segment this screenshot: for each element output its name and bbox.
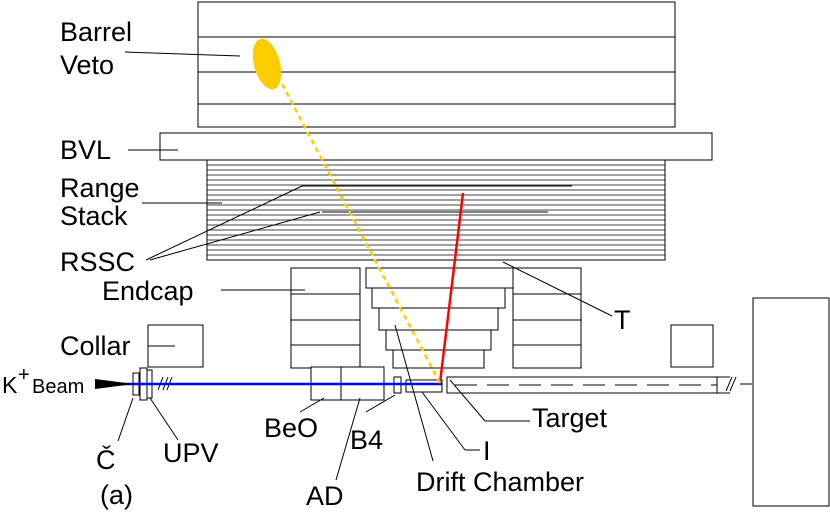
label-upv: UPV <box>163 438 219 468</box>
label-drift-chamber: Drift Chamber <box>416 467 584 497</box>
label-rssc: RSSC <box>60 247 135 277</box>
range-stack <box>206 159 666 261</box>
label-i-counter: I <box>483 436 491 466</box>
label-beam-plus: + <box>18 364 30 386</box>
label-b4: B4 <box>350 425 383 455</box>
charged-track <box>438 192 465 384</box>
label-t-counter: T <box>614 305 631 335</box>
label-cerenkov: Č <box>96 444 116 475</box>
label-beo: BeO <box>264 413 318 443</box>
label-bvl: BVL <box>60 135 111 165</box>
label-endcap: Endcap <box>102 276 194 306</box>
endcap <box>290 267 582 369</box>
bvl-layer <box>159 132 713 161</box>
label-ad: AD <box>306 481 344 511</box>
label-range-stack-2: Stack <box>60 201 128 231</box>
label-range-stack-1: Range <box>60 173 140 203</box>
label-panel: (a) <box>100 480 133 510</box>
veto-hit-marker <box>252 38 282 90</box>
right-detector-box <box>752 297 830 507</box>
label-barrel-veto-2: Veto <box>60 50 114 80</box>
drift-chamber <box>365 267 514 369</box>
label-collar: Collar <box>60 331 131 361</box>
beam-arrow-icon <box>95 379 134 389</box>
photon-track <box>279 81 442 384</box>
target-assembly <box>405 376 752 394</box>
label-beam-word: Beam <box>32 376 84 398</box>
label-target: Target <box>532 403 608 433</box>
label-beam-k: K <box>2 372 18 398</box>
leader-lines <box>117 51 613 481</box>
label-barrel-veto-1: Barrel <box>60 17 132 47</box>
collar-right <box>670 324 714 368</box>
